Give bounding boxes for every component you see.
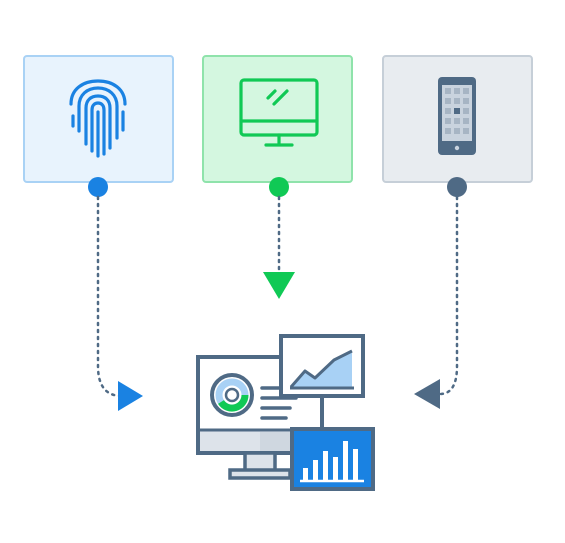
- area-chart-panel: [279, 334, 365, 398]
- arrow-left-icon: [414, 379, 440, 409]
- source-fingerprint: [23, 55, 174, 197]
- connector-desktop-to-dashboard: [263, 195, 295, 299]
- fingerprint-icon: [69, 79, 127, 158]
- fingerprint-connector-dot: [88, 177, 108, 197]
- arrow-right-icon: [118, 381, 143, 411]
- donut-chart-icon: [210, 373, 254, 417]
- desktop-connector-dot: [269, 177, 289, 197]
- smartphone-icon: [438, 77, 476, 155]
- source-desktop: [202, 55, 353, 197]
- connector-smartphone-to-dashboard: [414, 195, 459, 409]
- arrow-down-icon: [263, 272, 295, 299]
- analytics-dashboard-icon: [196, 334, 375, 491]
- connector-fingerprint-to-dashboard: [96, 195, 143, 411]
- desktop-monitor-icon: [239, 78, 319, 147]
- smartphone-connector-dot: [447, 177, 467, 197]
- bar-chart-panel: [290, 427, 375, 491]
- source-smartphone: [382, 55, 533, 197]
